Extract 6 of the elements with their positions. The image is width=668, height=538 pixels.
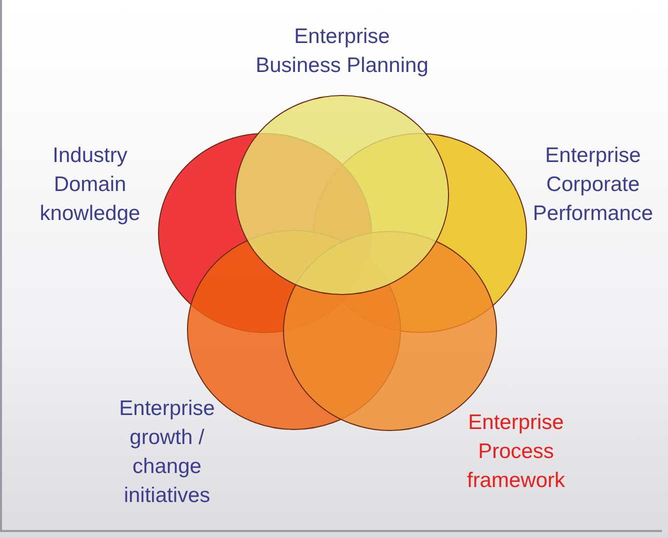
circle-label: Enterprise Corporate Performance: [532, 143, 654, 227]
circle-label: Enterprise growth / change initiatives: [118, 396, 216, 509]
circle-label: Industry Domain knowledge: [38, 143, 142, 227]
circle-label: Enterprise Process framework: [466, 410, 566, 494]
circle-label: Enterprise Business Planning: [254, 24, 430, 79]
venn-circle: [235, 95, 449, 295]
